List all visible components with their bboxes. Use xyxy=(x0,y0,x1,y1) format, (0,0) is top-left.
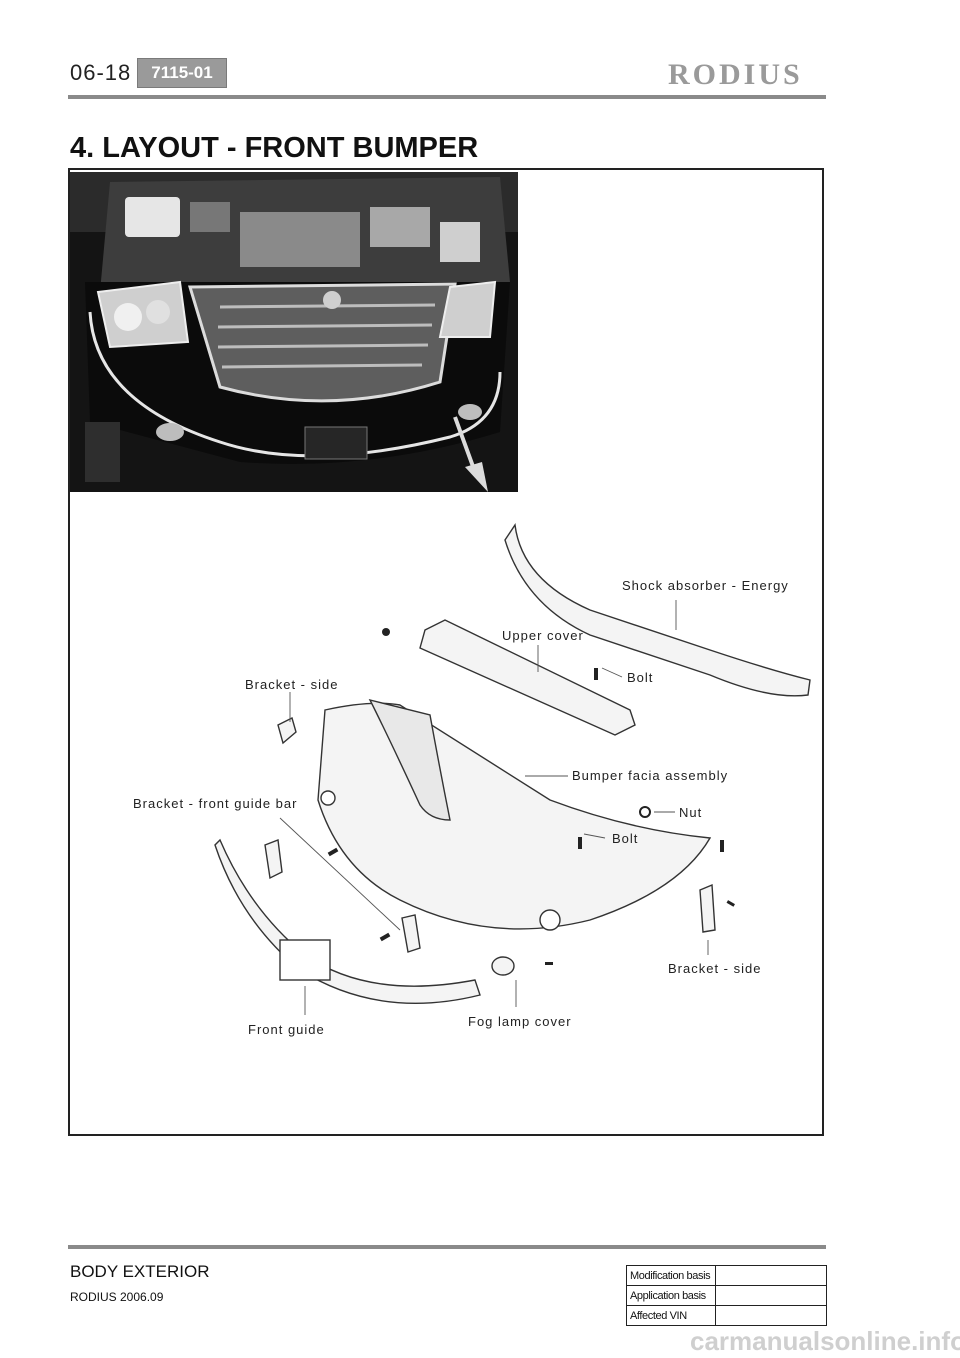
label-nut: Nut xyxy=(679,805,703,820)
label-bumper-facia: Bumper facia assembly xyxy=(572,768,729,783)
basis-row-application: Application basis xyxy=(626,1285,827,1306)
section-code-badge: 7115-01 xyxy=(137,58,227,88)
label-front-guide: Front guide xyxy=(248,1022,325,1037)
basis-label: Modification basis xyxy=(626,1265,716,1286)
model-date: RODIUS 2006.09 xyxy=(70,1290,164,1304)
label-fog-lamp-cover: Fog lamp cover xyxy=(468,1014,572,1029)
bracket-side-left-part xyxy=(277,716,297,745)
label-bolt-mid: Bolt xyxy=(612,831,639,846)
upper-cover-part xyxy=(419,619,636,736)
front-guide-part xyxy=(214,838,481,1004)
exploded-parts-drawing xyxy=(214,523,811,1015)
basis-row-vin: Affected VIN xyxy=(626,1305,827,1326)
watermark: carmanualsonline.info xyxy=(690,1326,960,1356)
fog-lamp-cover-part xyxy=(491,956,515,976)
label-bolt-top: Bolt xyxy=(627,670,654,685)
basis-label: Application basis xyxy=(626,1285,716,1306)
bracket-front-guide-left-part xyxy=(264,839,283,880)
bracket-front-guide-right-part xyxy=(401,914,421,953)
page-title: 4. LAYOUT - FRONT BUMPER xyxy=(70,132,479,164)
label-bracket-side-left: Bracket - side xyxy=(245,677,339,692)
label-bracket-front-guide: Bracket - front guide bar xyxy=(133,796,298,811)
basis-value xyxy=(715,1285,827,1306)
basis-row-modification: Modification basis xyxy=(626,1265,827,1286)
label-shock-absorber: Shock absorber - Energy xyxy=(622,578,789,593)
brand-logo: RODIUS xyxy=(668,58,803,91)
section-name: BODY EXTERIOR xyxy=(70,1262,210,1281)
bumper-facia-part xyxy=(317,702,712,930)
bracket-side-right-part xyxy=(699,883,716,933)
header-rule xyxy=(68,95,826,99)
basis-value xyxy=(715,1265,827,1286)
vehicle-photo xyxy=(70,172,518,492)
label-bracket-side-right: Bracket - side xyxy=(668,961,762,976)
shock-absorber-part xyxy=(504,523,811,697)
label-upper-cover: Upper cover xyxy=(502,628,584,643)
basis-value xyxy=(715,1305,827,1326)
basis-label: Affected VIN xyxy=(626,1305,716,1326)
page-number: 06-18 xyxy=(70,60,132,85)
diagram-frame xyxy=(68,168,824,1136)
footer-rule xyxy=(68,1245,826,1249)
basis-table: Modification basis Application basis Aff… xyxy=(626,1265,827,1326)
